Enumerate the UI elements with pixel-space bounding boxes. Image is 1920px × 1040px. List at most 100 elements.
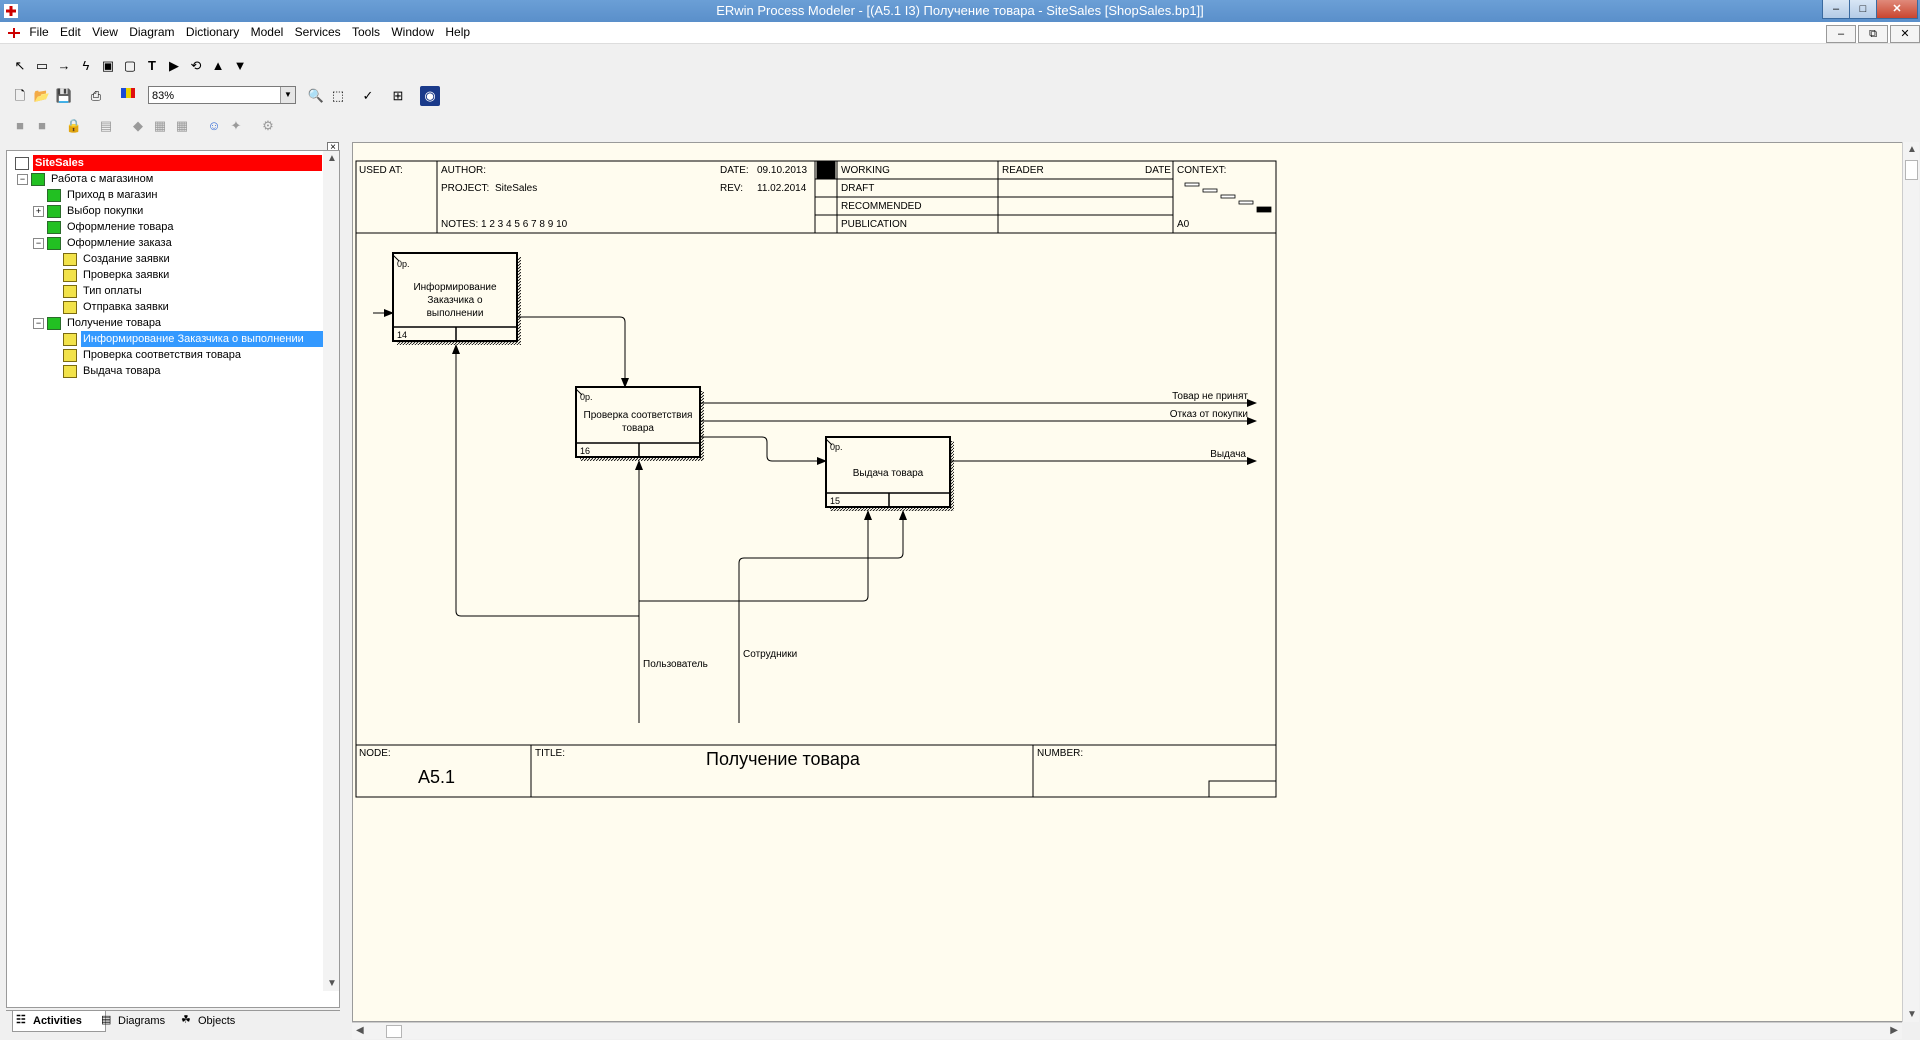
- mart-disconnect-icon[interactable]: ■: [38, 118, 46, 133]
- arrow-label-refuse[interactable]: Отказ от покупки: [1170, 409, 1248, 420]
- spell-check-icon[interactable]: ✓: [362, 88, 374, 103]
- scroll-thumb[interactable]: [386, 1025, 402, 1038]
- activity-box-tool-icon[interactable]: ▭: [35, 58, 49, 73]
- activity-box-check[interactable]: 0р. Проверка соответствия товара 16: [575, 386, 704, 461]
- mdi-restore-button[interactable]: ⧉: [1858, 25, 1888, 43]
- mart-connect-icon[interactable]: ■: [16, 118, 24, 133]
- collapse-icon[interactable]: −: [17, 174, 28, 185]
- maximize-button[interactable]: □: [1849, 0, 1877, 19]
- chevron-down-icon[interactable]: ▼: [280, 87, 295, 103]
- mart-merge-icon[interactable]: ✦: [230, 118, 242, 133]
- menu-diagram[interactable]: Diagram: [129, 25, 175, 39]
- expand-icon[interactable]: +: [33, 206, 44, 217]
- arrow-label-issue[interactable]: Выдача: [1210, 449, 1246, 460]
- collapse-icon[interactable]: −: [33, 238, 44, 249]
- canvas-vertical-scrollbar[interactable]: ▲ ▼: [1902, 142, 1919, 1022]
- color-palette-icon[interactable]: [118, 86, 138, 106]
- standard-toolbar: 🗋 📂 💾 ⎙ 83% ▼ 🔍 ⬚ ✓ ⊞ ◉: [8, 82, 458, 108]
- mart-table-icon[interactable]: ▦: [175, 118, 189, 133]
- menu-view[interactable]: View: [92, 25, 118, 39]
- tree-item-label: Информирование Заказчика о выполнении: [81, 331, 325, 347]
- explorer-scrollbar[interactable]: ▲ ▼: [323, 151, 339, 991]
- explorer-tabs: ☷ Activities ▤ Diagrams ☘ Objects: [6, 1010, 340, 1035]
- scroll-down-icon[interactable]: ▼: [1907, 1009, 1917, 1020]
- box-cost: 0р.: [580, 392, 593, 402]
- scroll-down-icon[interactable]: ▼: [327, 978, 337, 989]
- menu-tools[interactable]: Tools: [352, 25, 381, 39]
- text-tool-icon[interactable]: T: [148, 58, 156, 73]
- squiggle-tool-icon[interactable]: ϟ: [82, 58, 90, 73]
- open-folder-icon[interactable]: 📂: [33, 88, 51, 103]
- activity-icon: [47, 237, 61, 250]
- mart-open-icon[interactable]: ▤: [99, 118, 113, 133]
- activity-icon: [31, 173, 45, 186]
- menu-window[interactable]: Window: [391, 25, 435, 39]
- box-cost: 0р.: [830, 442, 843, 452]
- zoom-fit-icon[interactable]: ⬚: [331, 88, 345, 103]
- rev-label: REV:: [720, 183, 743, 194]
- scroll-right-icon[interactable]: ▶: [1890, 1025, 1898, 1036]
- tab-objects[interactable]: ☘ Objects: [178, 1011, 270, 1031]
- zoom-select[interactable]: 83% ▼: [148, 86, 296, 104]
- print-icon[interactable]: ⎙: [90, 88, 102, 103]
- mart-report-icon[interactable]: ⚙: [262, 118, 274, 133]
- arrow-label-user[interactable]: Пользователь: [643, 659, 708, 670]
- zoom-value: 83%: [152, 90, 175, 102]
- mart-compare-icon[interactable]: ▦: [153, 118, 167, 133]
- tree-root[interactable]: SiteSales: [7, 155, 323, 171]
- new-file-icon[interactable]: 🗋: [14, 88, 26, 103]
- arrow-tool-icon[interactable]: →: [57, 58, 71, 73]
- pointer-tool-icon[interactable]: ↖: [14, 58, 26, 73]
- check-to-issue-arrow[interactable]: [700, 436, 827, 465]
- lock-icon[interactable]: 🔒: [65, 118, 83, 133]
- tree-item-selected[interactable]: Информирование Заказчика о выполнении: [7, 331, 325, 347]
- text-box-tool-icon[interactable]: ▣: [101, 58, 115, 73]
- number-label: NUMBER:: [1037, 748, 1083, 759]
- activity-box-inform[interactable]: 0р. Информирование Заказчика о выполнени…: [392, 252, 521, 345]
- minimize-button[interactable]: –: [1822, 0, 1850, 19]
- collapse-icon[interactable]: −: [33, 318, 44, 329]
- mdi-minimize-button[interactable]: –: [1826, 25, 1856, 43]
- scroll-up-icon[interactable]: ▲: [327, 153, 337, 164]
- tree-item-label: Выбор покупки: [67, 205, 144, 217]
- tab-activities[interactable]: ☷ Activities: [12, 1011, 106, 1032]
- menu-model[interactable]: Model: [250, 25, 284, 39]
- mart-toolbar: ■ ■ 🔒 ▤ ◆ ▦ ▦ ☺ ✦ ⚙: [8, 112, 298, 138]
- menu-file[interactable]: File: [29, 25, 49, 39]
- mart-save-icon[interactable]: ◆: [133, 118, 143, 133]
- user-to-inform-arrow[interactable]: [452, 344, 639, 617]
- go-to-parent-icon[interactable]: ▲: [211, 58, 225, 73]
- close-button[interactable]: ✕: [1876, 0, 1918, 19]
- go-to-child-icon[interactable]: ▼: [233, 58, 247, 73]
- arrow-label-staff[interactable]: Сотрудники: [743, 649, 797, 660]
- save-icon[interactable]: 💾: [55, 88, 73, 103]
- model-mart-icon[interactable]: ◉: [420, 86, 440, 106]
- tab-diagrams[interactable]: ▤ Diagrams: [98, 1011, 190, 1031]
- menu-services[interactable]: Services: [294, 25, 341, 39]
- diagram-canvas[interactable]: USED AT: AUTHOR: PROJECT: SiteSales NOTE…: [352, 142, 1918, 1022]
- canvas-horizontal-scrollbar[interactable]: ◀ ▶: [352, 1022, 1902, 1039]
- go-to-sibling-icon[interactable]: ▶: [169, 58, 179, 73]
- context-node: A0: [1177, 219, 1190, 230]
- zoom-in-icon[interactable]: 🔍: [307, 88, 325, 103]
- menu-edit[interactable]: Edit: [60, 25, 81, 39]
- mart-users-icon[interactable]: ☺: [207, 118, 221, 133]
- rotate-icon[interactable]: ⟲: [190, 58, 202, 73]
- menu-help[interactable]: Help: [445, 25, 471, 39]
- activity-box-issue[interactable]: 0р. Выдача товара 15: [825, 436, 954, 511]
- node-label: NODE:: [359, 748, 391, 759]
- menu-dictionary[interactable]: Dictionary: [185, 25, 240, 39]
- mdi-window-icon[interactable]: [6, 26, 22, 40]
- model-explorer-icon[interactable]: ⊞: [392, 88, 404, 103]
- mdi-close-button[interactable]: ✕: [1890, 25, 1920, 43]
- scroll-up-icon[interactable]: ▲: [1907, 144, 1917, 155]
- staff-mechanism-arrow[interactable]: [738, 510, 907, 723]
- referent-tool-icon[interactable]: ▢: [123, 58, 137, 73]
- erwin-app-icon[interactable]: [3, 3, 19, 19]
- inform-to-check-arrow[interactable]: [517, 316, 629, 388]
- scroll-left-icon[interactable]: ◀: [356, 1025, 364, 1036]
- user-to-issue-arrow[interactable]: [639, 510, 872, 602]
- project-label: PROJECT:: [441, 183, 489, 194]
- arrow-label-reject[interactable]: Товар не принят: [1172, 391, 1248, 402]
- scroll-thumb[interactable]: [1905, 160, 1918, 180]
